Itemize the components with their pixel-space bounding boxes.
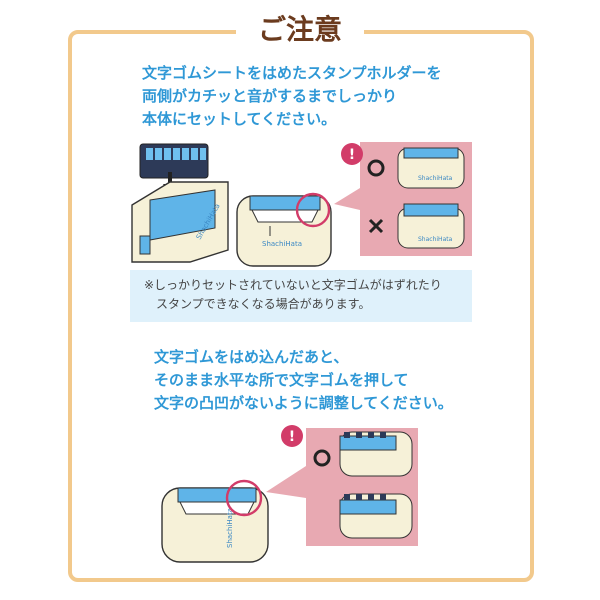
instruction-text-2: 文字ゴムをはめ込んだあと、 そのまま水平な所で文字ゴムを押して 文字の凸凹がない… bbox=[154, 348, 453, 412]
page-title: ご注意 bbox=[257, 13, 342, 46]
callout-panel-1: ! ShachiHata ShachiHata bbox=[334, 142, 472, 256]
warning-icon-2 bbox=[281, 425, 303, 447]
caution-note: ※しっかりセットされていないと文字ゴムがはずれたり スタンプできなくなる場合があ… bbox=[130, 270, 472, 322]
warning-icon bbox=[341, 143, 363, 165]
stamp-body-device: ShachiHata bbox=[131, 181, 229, 263]
ok-circle-icon bbox=[367, 159, 385, 177]
svg-text:ShachiHata: ShachiHata bbox=[418, 175, 453, 182]
brand-label-2: ShachiHata bbox=[262, 240, 302, 248]
svg-text:ShachiHata: ShachiHata bbox=[418, 236, 453, 243]
callout-ring-icon-2 bbox=[225, 479, 263, 517]
svg-text:!: ! bbox=[349, 147, 355, 163]
stamp-holder-icon bbox=[139, 143, 209, 179]
callout-panel-2: ! bbox=[266, 425, 418, 546]
stamp-body-front-2: ShachiHata bbox=[161, 487, 269, 563]
svg-text:!: ! bbox=[289, 429, 295, 445]
ng-cross-icon bbox=[368, 218, 384, 234]
title-background: ご注意 bbox=[236, 8, 364, 52]
callout-ring-icon bbox=[295, 192, 331, 228]
brand-label-3: ShachiHata bbox=[226, 508, 234, 548]
ok-circle-icon-2 bbox=[313, 449, 331, 467]
instruction-text-1: 文字ゴムシートをはめたスタンプホルダーを 両側がカチッと音がするまでしっかり 本… bbox=[142, 64, 442, 128]
